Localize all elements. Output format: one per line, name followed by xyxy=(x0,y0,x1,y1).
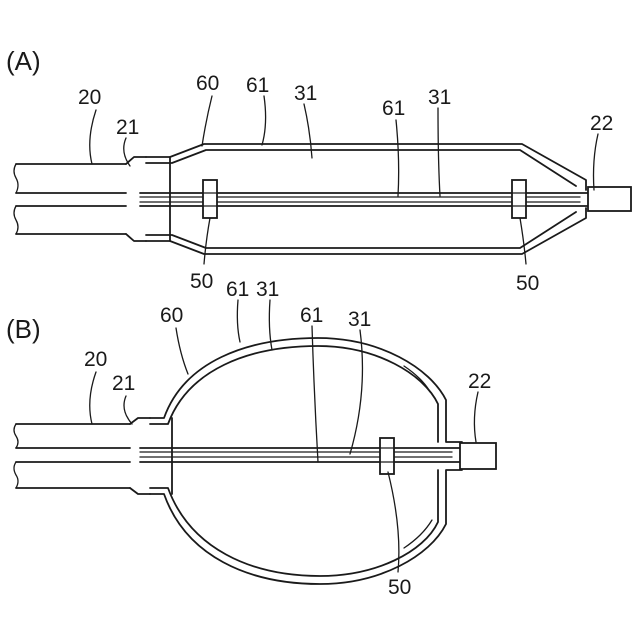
catheter-shaft-b xyxy=(14,418,150,494)
label-a-marker-right: 50 xyxy=(516,272,539,295)
label-b-marker: 50 xyxy=(388,576,411,599)
label-a-inner-layer: 31 xyxy=(294,82,317,105)
label-a-inner-wire: 31 xyxy=(428,86,451,109)
panel-a-title: (A) xyxy=(6,46,41,76)
label-b-catheter: 20 xyxy=(84,348,107,371)
panel-a: (A) xyxy=(6,46,631,295)
marker-band-b xyxy=(380,438,394,474)
label-b-distal-tip: 22 xyxy=(468,370,491,393)
label-a-distal-tip: 22 xyxy=(590,112,613,135)
marker-band-left-a xyxy=(203,180,217,218)
marker-band-right-a xyxy=(512,180,526,218)
label-a-catheter-tip: 21 xyxy=(116,116,139,139)
label-b-inner-wire: 31 xyxy=(348,308,371,331)
label-a-balloon-layer: 61 xyxy=(246,74,269,97)
label-a-marker-left: 50 xyxy=(190,270,213,293)
label-a-balloon: 60 xyxy=(196,72,219,95)
label-b-inner-layer: 31 xyxy=(256,278,279,301)
label-a-catheter: 20 xyxy=(78,86,101,109)
label-b-catheter-tip: 21 xyxy=(112,372,135,395)
leader-lines-b xyxy=(90,300,478,572)
catheter-shaft-a xyxy=(14,157,146,241)
label-b-balloon-layer: 61 xyxy=(226,278,249,301)
label-b-balloon: 60 xyxy=(160,304,183,327)
panel-b-title: (B) xyxy=(6,314,41,344)
distal-tip-a xyxy=(588,187,631,211)
panel-b: (B) xyxy=(6,278,496,599)
balloon-b xyxy=(150,338,462,584)
label-b-inner-wire-layer: 61 xyxy=(300,304,323,327)
label-a-inner-wire-layer: 61 xyxy=(382,97,405,120)
distal-tip-b xyxy=(460,443,496,469)
